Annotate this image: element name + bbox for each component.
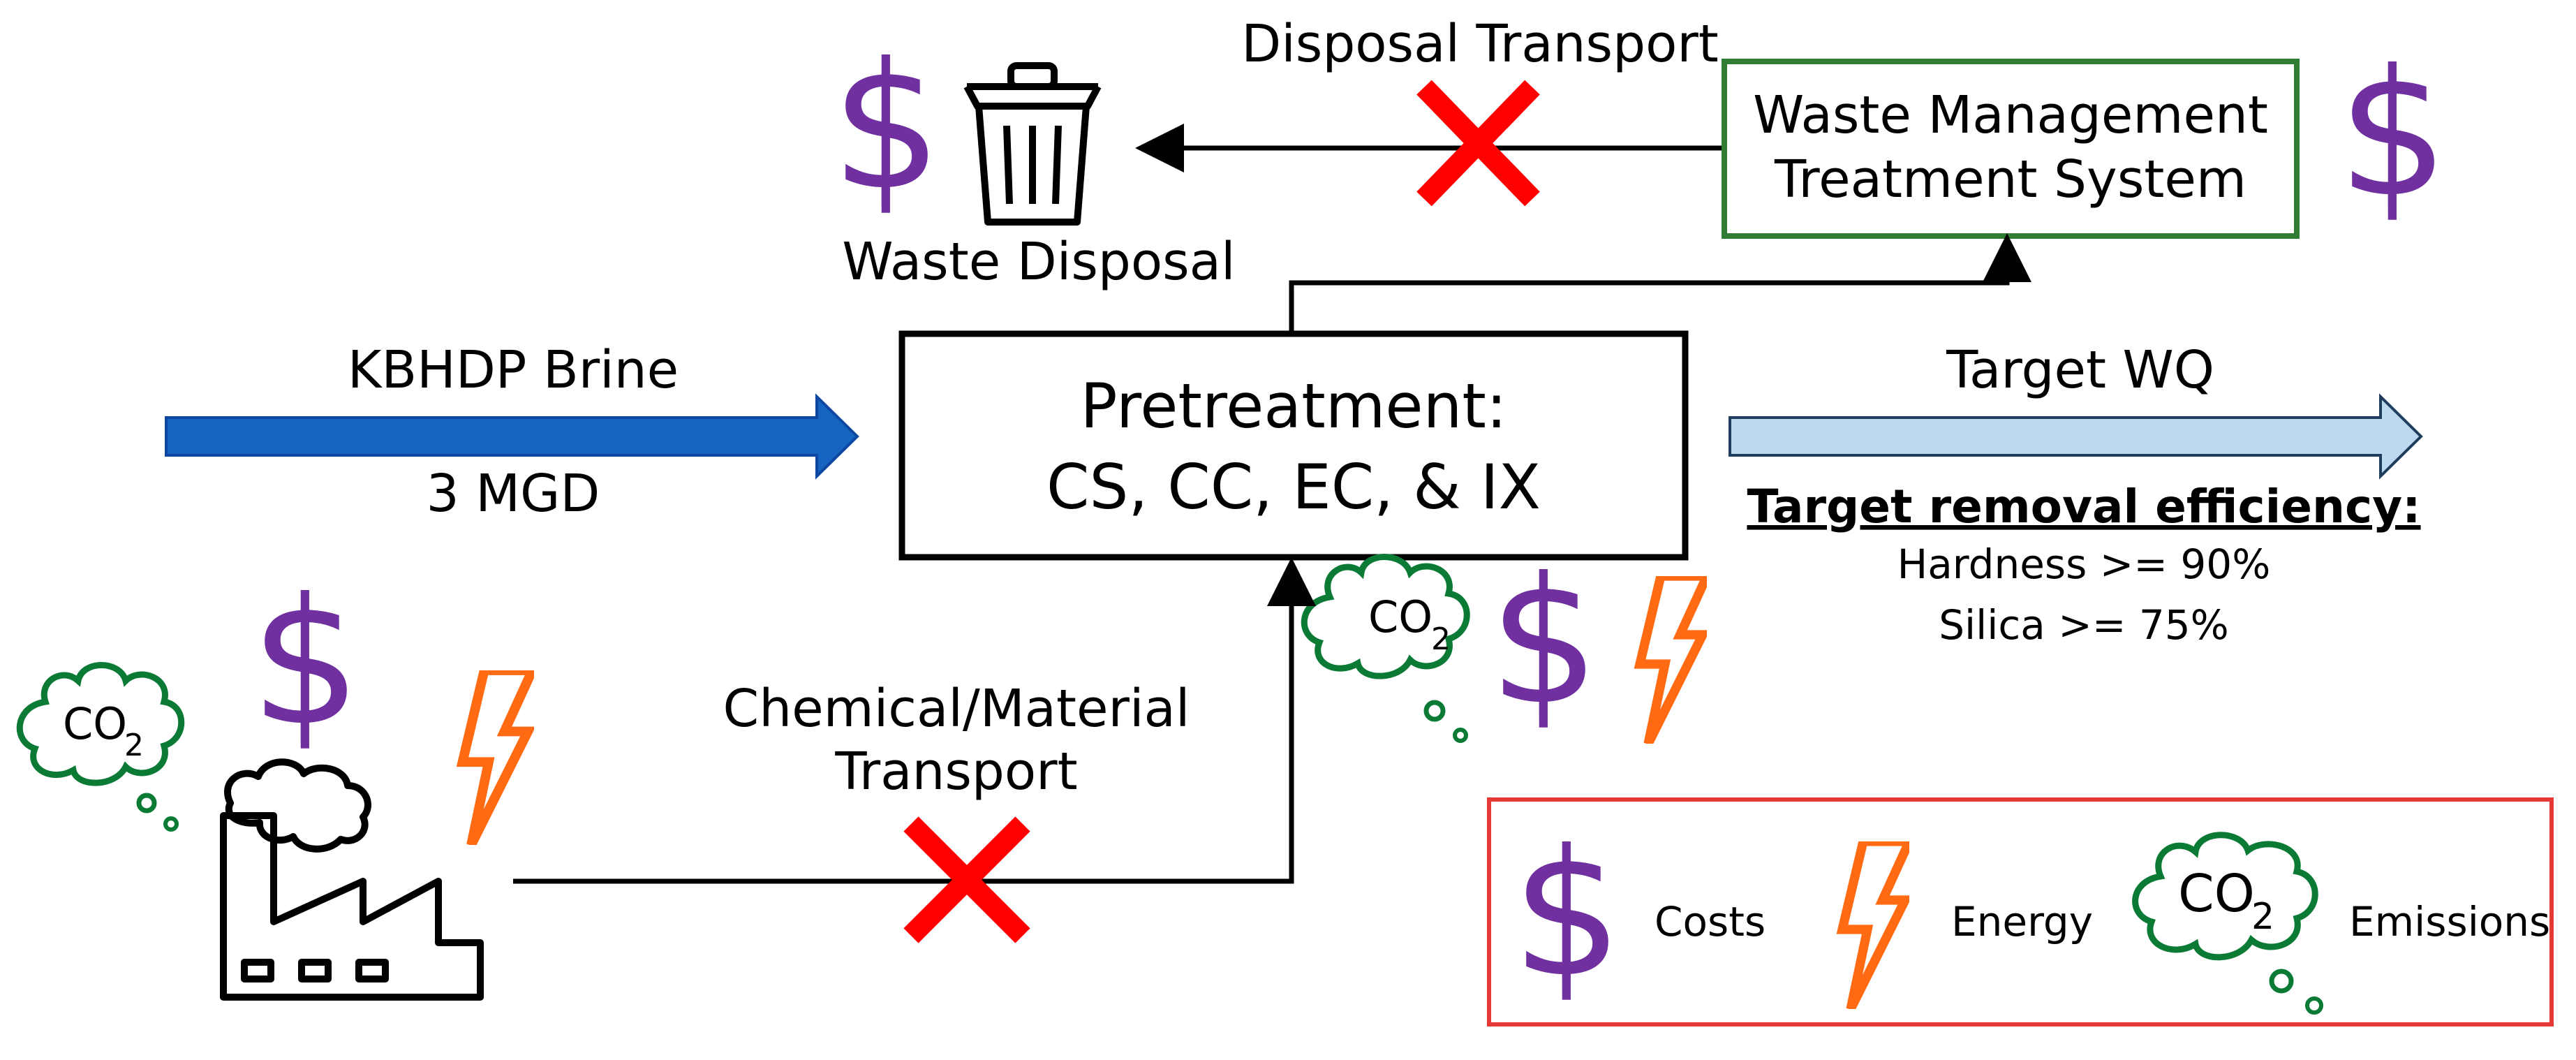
- chemical-transport-arrow: [513, 557, 1316, 884]
- chemical-transport-label-line1: Chemical/Material: [723, 679, 1190, 739]
- kbhdp-brine-label: KBHDP Brine: [348, 340, 679, 400]
- legend-cost-dollar-icon: $: [1511, 812, 1622, 1015]
- waste-stream-connector: [1289, 233, 2031, 332]
- legend-energy-label: Energy: [1951, 898, 2093, 945]
- co2-text: CO: [2178, 864, 2255, 924]
- silica-target: Silica >= 75%: [1939, 601, 2229, 649]
- trash-can-icon: [963, 62, 1102, 226]
- disposal-cross-icon: [1416, 80, 1540, 207]
- co2-text: CO: [63, 698, 127, 749]
- waste-management-title-line1: Waste Management: [1753, 85, 2268, 145]
- co2-subscript: 2: [1431, 621, 1451, 657]
- cost-dollar-icon: $: [250, 561, 361, 764]
- pretreatment-box: [898, 330, 1689, 561]
- legend-costs-label: Costs: [1655, 898, 1766, 945]
- hardness-target: Hardness >= 90%: [1897, 540, 2271, 588]
- waste-management-box: [1722, 59, 2300, 239]
- energy-bolt-icon: [1640, 576, 1707, 744]
- legend-emissions-label: Emissions: [2349, 898, 2550, 945]
- cost-dollar-icon: $: [2337, 32, 2448, 235]
- flow-rate-label: 3 MGD: [427, 464, 600, 524]
- co2-subscript: 2: [124, 728, 144, 763]
- energy-bolt-icon: [463, 670, 533, 845]
- chemical-cross-icon: [903, 816, 1030, 943]
- co2-cloud-icon: CO 2: [1301, 554, 1470, 743]
- target-wq-arrow: [1729, 393, 2423, 480]
- target-wq-label: Target WQ: [1946, 340, 2214, 400]
- factory-icon: [220, 758, 484, 1001]
- waste-disposal-label: Waste Disposal: [842, 232, 1235, 292]
- pretreatment-title-line1: Pretreatment:: [1080, 370, 1507, 442]
- brine-inflow-arrow: [165, 393, 859, 480]
- waste-management-title-line2: Treatment System: [1774, 149, 2246, 209]
- target-removal-title: Target removal efficiency:: [1747, 480, 2420, 533]
- co2-cloud-icon: CO 2: [16, 662, 185, 832]
- pretreatment-title-line2: CS, CC, EC, & IX: [1046, 451, 1541, 523]
- co2-text: CO: [1368, 591, 1433, 642]
- chemical-transport-label-line2: Transport: [834, 742, 1077, 802]
- legend-box: [1487, 797, 2554, 1026]
- disposal-transport-label: Disposal Transport: [1241, 14, 1719, 74]
- co2-subscript: 2: [2251, 896, 2274, 938]
- legend-co2-cloud-icon: CO 2: [2132, 832, 2323, 1015]
- cost-dollar-icon: $: [831, 25, 942, 228]
- cost-dollar-icon: $: [1488, 540, 1599, 743]
